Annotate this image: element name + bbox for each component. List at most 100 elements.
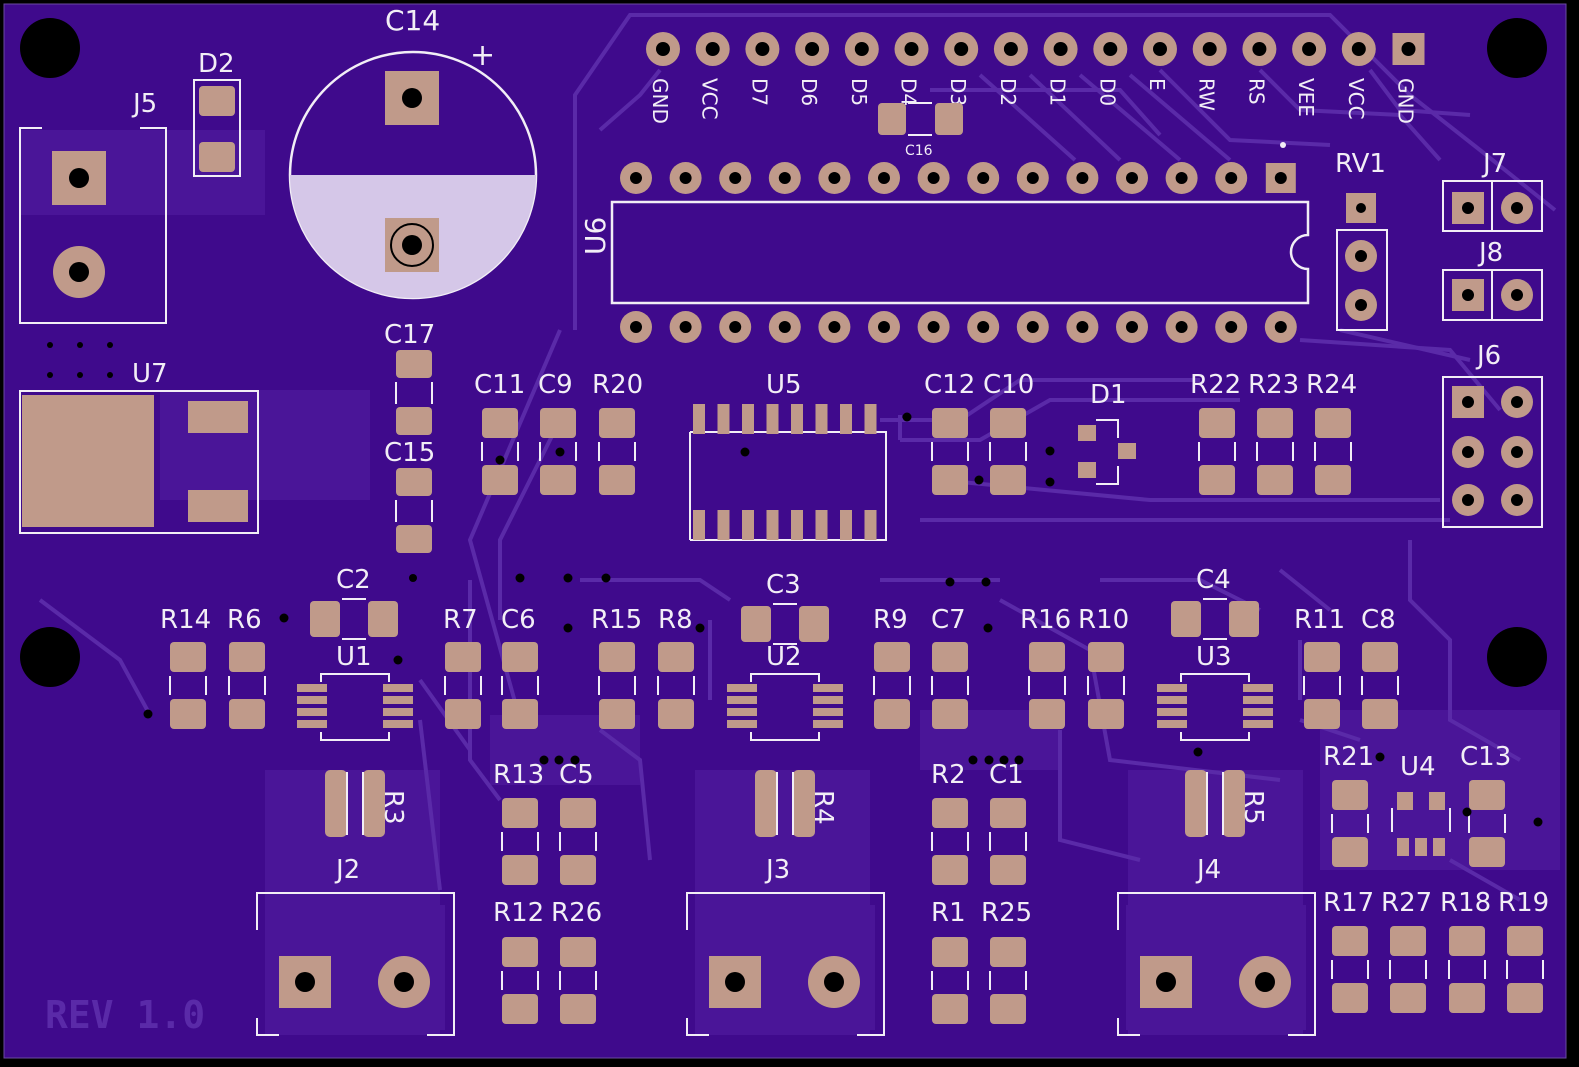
ref-r24: R24: [1306, 370, 1357, 400]
revision-label: REV 1.0: [45, 993, 205, 1037]
ic-u6: [610, 142, 1310, 343]
ref-r1: R1: [931, 898, 966, 928]
ref-r26: R26: [551, 898, 602, 928]
capacitor-c17: [395, 350, 433, 435]
part-r21: [1331, 780, 1369, 867]
vias: [143, 412, 1543, 827]
ref-c17: C17: [384, 320, 435, 350]
lcd-pin-label: RS: [1244, 78, 1268, 105]
ic-u1: [297, 673, 413, 741]
ref-u2: U2: [766, 642, 802, 672]
lcd-pin-label: D6: [797, 78, 821, 106]
ref-r19: R19: [1498, 888, 1549, 918]
ref-c13: C13: [1460, 742, 1511, 772]
lcd-pin-15: VCC: [1341, 32, 1376, 120]
part-c2: [310, 598, 398, 640]
trimmer-rv1: [1336, 193, 1388, 331]
connector-j8: [1442, 269, 1543, 321]
lcd-pin-label: D7: [747, 78, 771, 106]
lcd-pin-5: D5: [844, 32, 879, 106]
regulator-u7: [19, 390, 259, 534]
via: [409, 574, 417, 582]
lcd-pin-label: D1: [1046, 78, 1070, 106]
ref-r17: R17: [1323, 888, 1374, 918]
ref-c11: C11: [474, 370, 525, 400]
lcd-pin-label: E: [1145, 78, 1169, 91]
ref-r4: R4: [808, 790, 838, 825]
ref-j4: J4: [1195, 855, 1221, 885]
connector-j4: [1117, 892, 1316, 1036]
ref-c9: C9: [538, 370, 573, 400]
part-c10: [989, 408, 1027, 495]
lcd-pin-label: D4: [897, 78, 921, 106]
ref-c4: C4: [1196, 565, 1231, 595]
part-r18: [1448, 926, 1486, 1013]
part-r13: [501, 798, 539, 885]
connector-j3: [686, 892, 885, 1036]
capacitor-c16: [878, 102, 963, 136]
ref-r3: R3: [378, 790, 408, 825]
opamps: [297, 673, 1273, 741]
diode-d2: [193, 79, 241, 177]
part-r25: [989, 937, 1027, 1024]
ref-c7: C7: [931, 605, 966, 635]
part-c3: [741, 603, 829, 645]
part-r23: [1256, 408, 1294, 495]
mounting-holes: [20, 18, 1547, 687]
ref-r2: R2: [931, 760, 966, 790]
mounting-hole-ml: [20, 627, 80, 687]
part-c12: [931, 408, 969, 495]
lcd-pin-4: D6: [795, 32, 830, 106]
lcd-pin-label: VCC: [1344, 78, 1368, 120]
part-r3: [325, 770, 385, 837]
part-c11: [481, 408, 519, 495]
lcd-pin-label: VCC: [698, 78, 722, 120]
lcd-pin-14: VEE: [1292, 32, 1327, 117]
ref-d2: D2: [198, 49, 235, 79]
part-c13: [1468, 780, 1506, 867]
lcd-pin-8: D2: [993, 32, 1028, 106]
part-r20: [598, 408, 636, 495]
vias-u7: [47, 342, 113, 378]
lcd-pin-12: RW: [1192, 32, 1227, 111]
part-r22: [1198, 408, 1236, 495]
part-r7: [444, 642, 482, 729]
part-r12: [501, 937, 539, 1024]
mounting-hole-mr: [1487, 627, 1547, 687]
part-c5: [559, 798, 597, 885]
capacitor-c15: [395, 468, 433, 553]
ref-r20: R20: [592, 370, 643, 400]
ref-r13: R13: [493, 760, 544, 790]
lcd-pin-label: VEE: [1294, 78, 1318, 117]
part-c9: [539, 408, 577, 495]
mounting-hole-tr: [1487, 18, 1547, 78]
part-r6: [228, 642, 266, 729]
ref-r25: R25: [981, 898, 1032, 928]
lcd-pin-9: D1: [1043, 32, 1078, 106]
ref-j5: J5: [131, 89, 157, 119]
connector-j5: [19, 127, 167, 324]
lcd-pin-10: D0: [1093, 32, 1128, 106]
lcd-pin-label: D0: [1095, 78, 1119, 106]
ref-u5: U5: [766, 370, 802, 400]
ref-j3: J3: [764, 855, 790, 885]
lcd-pin-label: GND: [1394, 78, 1418, 124]
ref-c12: C12: [924, 370, 975, 400]
ref-r16: R16: [1020, 605, 1071, 635]
part-r19: [1506, 926, 1544, 1013]
part-r15: [598, 642, 636, 729]
capacitor-c14: +: [288, 38, 538, 300]
ref-u7: U7: [132, 359, 168, 389]
part-r11: [1303, 642, 1341, 729]
ref-c6: C6: [501, 605, 536, 635]
ref-j7: J7: [1481, 149, 1507, 179]
ref-r6: R6: [227, 605, 262, 635]
ref-c15: C15: [384, 438, 435, 468]
ref-r15: R15: [591, 605, 642, 635]
ref-c16: C16: [905, 143, 933, 159]
lcd-pin-16: GND: [1392, 33, 1425, 124]
connector-j2: [256, 892, 455, 1036]
